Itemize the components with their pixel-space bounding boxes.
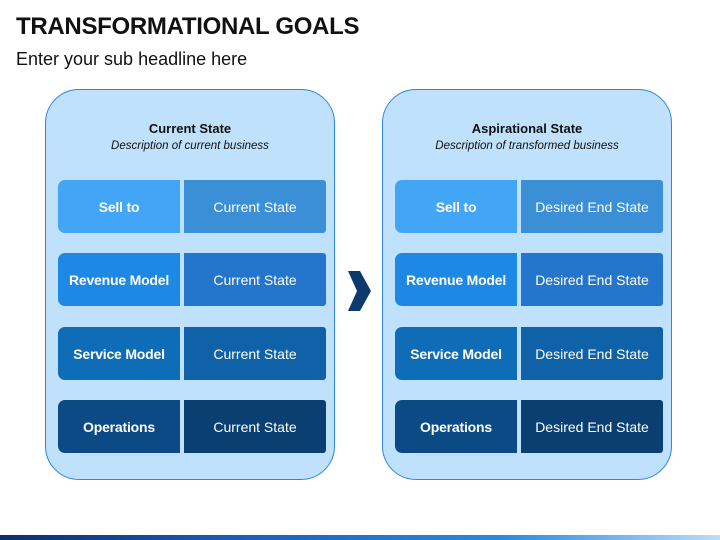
- current-state-description: Description of current business: [111, 140, 269, 152]
- aspirational-row-value: Desired End State: [521, 400, 663, 453]
- current-row-operations: Operations Current State: [58, 400, 326, 453]
- footer-gradient-bar: [0, 535, 720, 540]
- current-row-label: Revenue Model: [58, 253, 180, 306]
- aspirational-state-title: Aspirational State: [471, 121, 583, 136]
- aspirational-state-header: Aspirational State Description of transf…: [383, 121, 671, 154]
- aspirational-row-sell-to: Sell to Desired End State: [395, 180, 663, 233]
- current-row-revenue-model: Revenue Model Current State: [58, 253, 326, 306]
- page-subtitle: Enter your sub headline here: [16, 49, 248, 69]
- aspirational-row-value: Desired End State: [521, 253, 663, 306]
- current-row-label: Service Model: [58, 327, 180, 380]
- current-row-value: Current State: [184, 327, 326, 380]
- current-row-value: Current State: [184, 180, 326, 233]
- aspirational-row-label: Sell to: [395, 180, 517, 233]
- aspirational-state-panel: Aspirational State Description of transf…: [382, 89, 672, 480]
- aspirational-row-operations: Operations Desired End State: [395, 400, 663, 453]
- page-title: TRANSFORMATIONAL GOALS: [16, 13, 360, 40]
- aspirational-state-description: Description of transformed business: [435, 140, 619, 152]
- current-state-title: Current State: [148, 121, 232, 136]
- aspirational-row-label: Operations: [395, 400, 517, 453]
- aspirational-row-label: Service Model: [395, 327, 517, 380]
- aspirational-row-service-model: Service Model Desired End State: [395, 327, 663, 380]
- current-row-label: Operations: [58, 400, 180, 453]
- current-row-value: Current State: [184, 400, 326, 453]
- aspirational-row-value: Desired End State: [521, 327, 663, 380]
- right-chevron-arrow-icon: [348, 271, 371, 311]
- current-row-value: Current State: [184, 253, 326, 306]
- current-state-panel: Current State Description of current bus…: [45, 89, 335, 480]
- current-row-sell-to: Sell to Current State: [58, 180, 326, 233]
- aspirational-row-label: Revenue Model: [395, 253, 517, 306]
- current-row-service-model: Service Model Current State: [58, 327, 326, 380]
- current-row-label: Sell to: [58, 180, 180, 233]
- aspirational-row-value: Desired End State: [521, 180, 663, 233]
- current-state-header: Current State Description of current bus…: [46, 121, 334, 154]
- aspirational-row-revenue-model: Revenue Model Desired End State: [395, 253, 663, 306]
